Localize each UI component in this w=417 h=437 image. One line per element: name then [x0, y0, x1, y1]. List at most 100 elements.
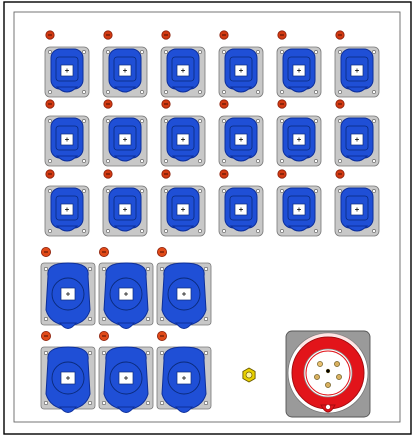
socket-lid-outline: [109, 361, 143, 395]
screw: [204, 400, 209, 405]
blue-socket-small-13[interactable]: [44, 169, 90, 237]
socket-lid-tab: [171, 225, 195, 232]
screw: [198, 119, 202, 123]
socket-face-mark: [181, 207, 185, 212]
blue-socket-small-12[interactable]: [334, 99, 380, 167]
screw: [338, 119, 342, 123]
blue-socket-small-2[interactable]: [102, 30, 148, 98]
cable-gland: [242, 367, 256, 383]
screw: [102, 266, 107, 271]
socket-face-mark: [239, 137, 243, 142]
socket-face-mark: [181, 137, 185, 142]
socket-lid-tab: [229, 155, 253, 162]
blue-socket-large-1[interactable]: [40, 246, 96, 329]
blue-socket-small-5[interactable]: [276, 30, 322, 98]
screw: [164, 229, 168, 233]
screw: [164, 159, 168, 163]
pin-contact: [325, 368, 331, 374]
screw: [222, 50, 226, 54]
blue-socket-large-4[interactable]: [40, 330, 96, 413]
blue-socket-small-15[interactable]: [160, 169, 206, 237]
screw: [43, 266, 48, 271]
socket-lid-outline: [167, 361, 201, 395]
screw: [256, 189, 260, 193]
screw: [338, 50, 342, 54]
screw: [256, 119, 260, 123]
screw: [88, 400, 93, 405]
screw: [140, 189, 144, 193]
blue-socket-small-6[interactable]: [334, 30, 380, 98]
screw: [198, 229, 202, 233]
screw: [256, 159, 260, 163]
screw: [106, 119, 110, 123]
blue-socket-small-9[interactable]: [160, 99, 206, 167]
blue-socket-large-2[interactable]: [98, 246, 154, 329]
socket-lid-outline: [113, 125, 137, 151]
socket-lid-tab: [345, 86, 369, 93]
socket-lid-tab: [287, 225, 311, 232]
socket-lid-outline: [113, 195, 137, 221]
blue-socket-small-10[interactable]: [218, 99, 264, 167]
screw: [106, 50, 110, 54]
blue-socket-small-7[interactable]: [44, 99, 90, 167]
socket-lid-tab: [229, 86, 253, 93]
screw: [102, 400, 107, 405]
blue-socket-small-17[interactable]: [276, 169, 322, 237]
red-socket-large[interactable]: [285, 330, 371, 418]
socket-lid-tab: [55, 225, 79, 232]
screw: [82, 189, 86, 193]
blue-socket-small-3[interactable]: [160, 30, 206, 98]
screw: [146, 350, 151, 355]
blue-socket-large-5[interactable]: [98, 330, 154, 413]
blue-socket-large-6[interactable]: [156, 330, 212, 413]
pin-contact: [334, 361, 340, 367]
screw: [222, 159, 226, 163]
screw: [314, 189, 318, 193]
blue-socket-small-14[interactable]: [102, 169, 148, 237]
blue-socket-large-3[interactable]: [156, 246, 212, 329]
socket-lid-tab: [229, 225, 253, 232]
screw: [43, 400, 48, 405]
screw: [372, 159, 376, 163]
socket-lid-outline: [171, 125, 195, 151]
socket-lid-outline: [55, 56, 79, 82]
screw: [338, 229, 342, 233]
red-socket-face-ring: [305, 350, 351, 396]
screw: [280, 50, 284, 54]
screw: [48, 159, 52, 163]
socket-lid-outline: [287, 56, 311, 82]
screw: [198, 50, 202, 54]
blue-socket-small-18[interactable]: [334, 169, 380, 237]
red-socket-highlight: [298, 333, 360, 350]
screw: [160, 316, 165, 321]
socket-face-mark: [65, 207, 69, 212]
screw: [140, 90, 144, 94]
blue-socket-small-8[interactable]: [102, 99, 148, 167]
socket-lid-tab: [55, 155, 79, 162]
screw: [204, 350, 209, 355]
blue-socket-small-1[interactable]: [44, 30, 90, 98]
socket-face-mark: [297, 68, 301, 73]
socket-face-mark: [123, 137, 127, 142]
screw: [280, 159, 284, 163]
screw: [314, 50, 318, 54]
blue-socket-small-11[interactable]: [276, 99, 322, 167]
socket-lid-outline: [51, 277, 85, 311]
screw: [256, 229, 260, 233]
socket-lid-outline: [109, 277, 143, 311]
screw: [146, 266, 151, 271]
screw: [164, 189, 168, 193]
blue-socket-small-4[interactable]: [218, 30, 264, 98]
socket-lid-tab: [113, 155, 137, 162]
blue-socket-small-16[interactable]: [218, 169, 264, 237]
screw: [48, 189, 52, 193]
socket-lid-outline: [229, 195, 253, 221]
screw: [140, 229, 144, 233]
screw: [372, 119, 376, 123]
socket-lid-outline: [229, 125, 253, 151]
screw: [372, 229, 376, 233]
screw: [82, 50, 86, 54]
socket-face-mark: [355, 207, 359, 212]
screw: [198, 90, 202, 94]
screw: [106, 90, 110, 94]
